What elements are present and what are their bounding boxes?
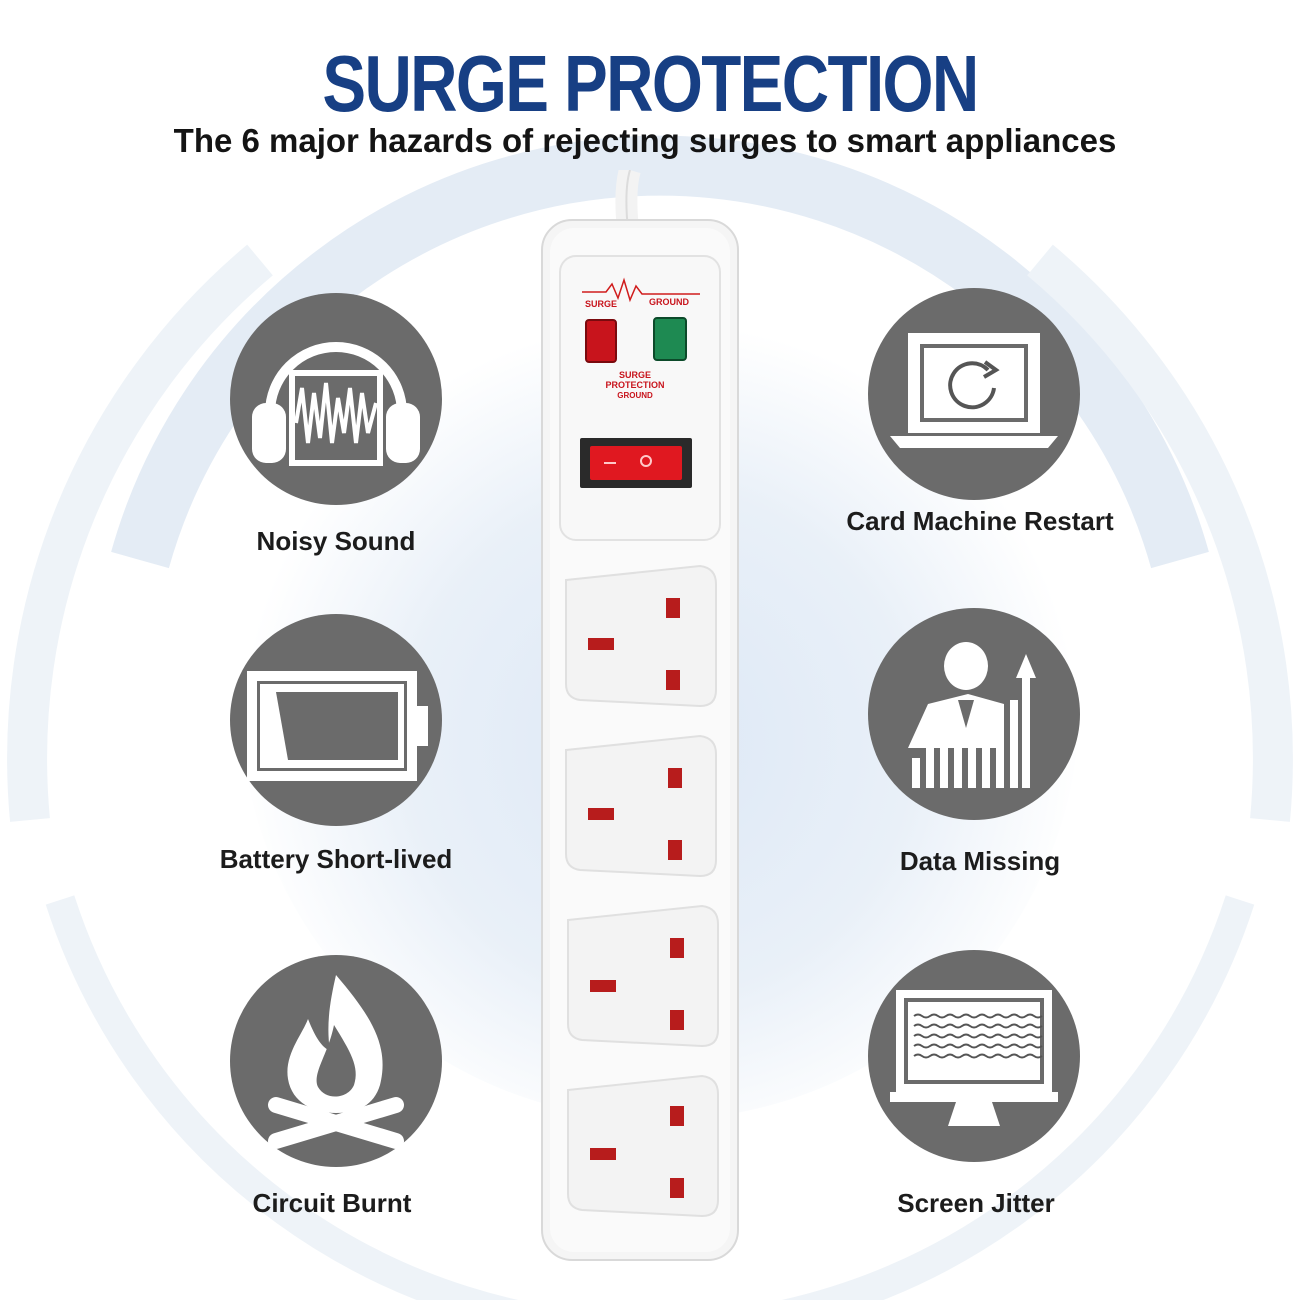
- panel-label-line2: PROTECTION: [605, 380, 664, 390]
- laptop-restart-icon: [890, 333, 1058, 448]
- battery-low-icon: [247, 671, 428, 781]
- person-chart-icon: [908, 642, 1036, 788]
- hazard-data-missing: [868, 608, 1080, 820]
- ground-indicator-light: [653, 317, 687, 361]
- power-switch[interactable]: [590, 446, 682, 480]
- hazard-label-circuit-burnt: Circuit Burnt: [252, 1188, 412, 1218]
- headphones-soundwave-icon: [252, 342, 420, 466]
- hazard-label-data-missing: Data Missing: [899, 846, 1061, 876]
- surge-indicator-light: [585, 319, 617, 363]
- panel-label-line3: GROUND: [617, 391, 653, 400]
- hazard-screen-jitter: [868, 950, 1080, 1162]
- hazard-label-card-machine-restart: Card Machine Restart: [846, 506, 1114, 536]
- page-subtitle: The 6 major hazards of rejecting surges …: [173, 122, 1117, 159]
- monitor-jitter-icon: [890, 990, 1058, 1126]
- fire-icon: [268, 975, 404, 1149]
- hazard-circuit-burnt: [230, 955, 442, 1167]
- surge-indicator-label: SURGE: [585, 299, 617, 309]
- socket-1: [565, 564, 717, 708]
- socket-2: [565, 734, 717, 878]
- hazard-battery-short-lived: [230, 614, 442, 826]
- socket-4: [567, 1074, 719, 1218]
- panel-label-line1: SURGE: [619, 370, 651, 380]
- hazard-card-machine-restart: [868, 288, 1080, 500]
- hazard-label-battery-short-lived: Battery Short-lived: [219, 844, 453, 874]
- page-title: SURGE PROTECTION: [322, 39, 979, 128]
- hazard-label-screen-jitter: Screen Jitter: [897, 1188, 1055, 1218]
- hazard-noisy-sound: [230, 293, 442, 505]
- ground-indicator-label: GROUND: [649, 297, 689, 307]
- socket-3: [567, 904, 719, 1048]
- power-strip: SURGE GROUND SURGE PROTECTION GROUND: [541, 170, 739, 1261]
- hazard-label-noisy-sound: Noisy Sound: [256, 526, 416, 556]
